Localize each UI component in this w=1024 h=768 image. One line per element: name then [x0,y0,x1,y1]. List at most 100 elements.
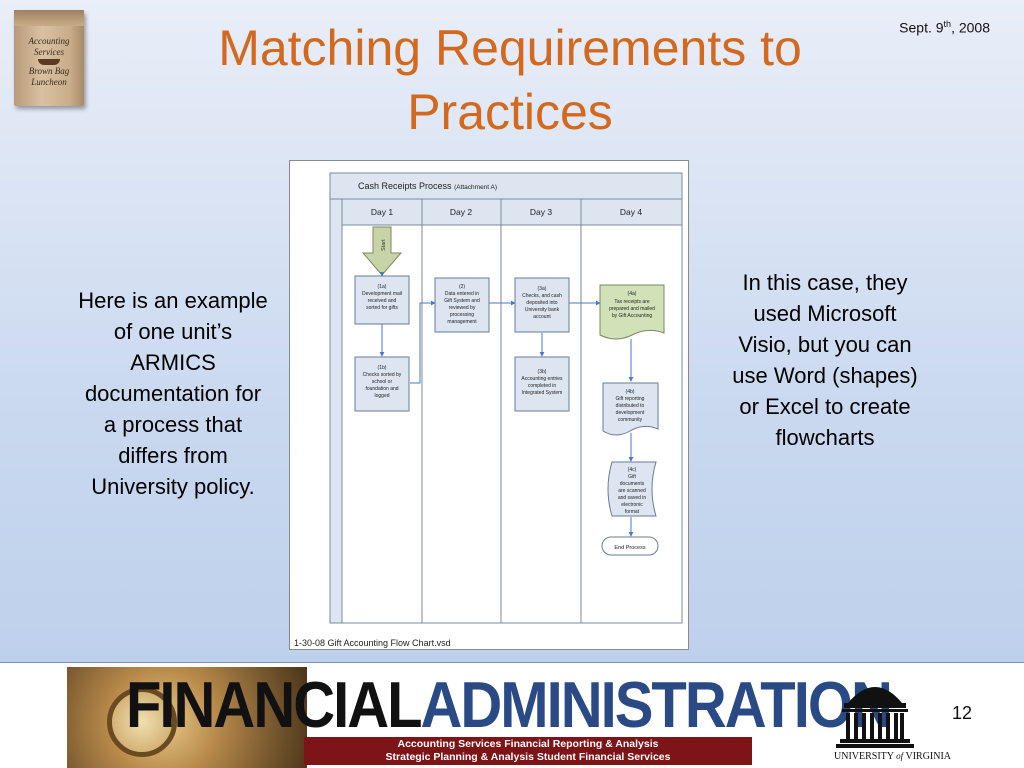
svg-text:deposited into: deposited into [526,300,557,306]
svg-text:electronic: electronic [621,502,643,508]
step-text-4b: (4b) Gift reporting distributed to devel… [616,389,645,423]
svg-text:logged: logged [374,393,389,399]
step-data-4c [607,461,657,517]
flowchart-canvas: Cash Receipts Process (Attachment A) Day… [329,172,683,624]
svg-text:format: format [625,509,640,515]
column-dividers [421,199,582,623]
flowchart-image: Cash Receipts Process (Attachment A) Day… [289,160,689,650]
step-box-1a [354,275,410,325]
svg-text:Data entered in: Data entered in [445,291,479,297]
step-box-1b [354,356,410,412]
slide-title-line: Practices [407,84,613,140]
date-suffix: , 2008 [951,19,990,36]
end-terminator [601,536,659,556]
left-body-text: Here is an example of one unit’s ARMICS … [78,288,268,499]
flowchart-caption: 1-30-08 Gift Accounting Flow Chart.vsd [294,638,451,648]
slide-date: Sept. 9th, 2008 [899,19,990,36]
svg-text:Gift reporting: Gift reporting [616,396,645,402]
svg-text:(4c): (4c) [628,467,637,473]
logo-line: Accounting [28,36,70,46]
footer-divider [0,662,1024,663]
logo-line: Brown Bag [28,66,70,76]
uva-wordmark: UNIVERSITY of VIRGINIA [834,751,951,762]
svg-text:University bank: University bank [525,307,560,313]
svg-text:school or: school or [372,379,393,385]
brown-bag-logo: Accounting Services Brown Bag Luncheon [14,10,84,106]
svg-text:(4b): (4b) [626,389,635,395]
footer: FINANCIALADMINISTRATION Accounting Servi… [0,663,1024,768]
svg-text:prepared and mailed: prepared and mailed [609,306,655,312]
column-header: Day 1 [371,207,393,217]
right-body-text: In this case, they used Microsoft Visio,… [732,270,918,450]
brand-part2: ADMINISTRATION [420,669,893,742]
start-label: Start [381,239,387,251]
svg-text:community: community [618,417,643,423]
logo-line: Services [34,47,64,57]
svg-text:account: account [533,314,551,320]
rotunda-icon [836,687,914,748]
column-header: Day 4 [620,207,642,217]
svg-text:completed in: completed in [528,383,557,389]
svg-text:Development mail: Development mail [362,291,402,297]
svg-text:documents: documents [620,481,645,487]
step-box-3b [514,356,570,412]
date-prefix: Sept. 9 [899,19,944,36]
step-doc-4b [602,382,659,436]
column-header: Day 3 [530,207,552,217]
department-banner: Accounting Services Financial Reporting … [304,737,752,765]
banner-line: Strategic Planning & Analysis Student Fi… [385,751,671,763]
svg-text:Checks, and cash: Checks, and cash [522,293,562,299]
brand-part1: FINANCIAL [126,669,423,742]
end-label: End Process [614,545,645,551]
step-text-4c: (4c) Gift documents are scanned and save… [618,467,647,515]
date-sup: th [943,19,952,29]
svg-text:sorted for gifts: sorted for gifts [366,305,398,311]
svg-text:by Gift Accounting: by Gift Accounting [612,313,653,319]
footer-photo [67,667,307,768]
step-text-3b: (3b) Accounting entries completed in Int… [521,369,563,396]
uva-part1: UNIVERSITY [834,751,894,762]
svg-text:are scanned: are scanned [618,488,646,494]
page-number: 12 [952,703,973,723]
svg-text:development: development [616,410,645,416]
diagram-title: Cash Receipts Process (Attachment A) [358,181,497,191]
column-header-row [341,198,683,226]
svg-text:reviewed by: reviewed by [449,305,476,311]
svg-text:management: management [447,319,477,325]
uva-part2: VIRGINIA [905,751,952,762]
step-box-3a [514,277,570,333]
svg-text:Accounting entries: Accounting entries [521,376,563,382]
financial-administration-logo: FINANCIALADMINISTRATION [126,669,893,743]
svg-text:(1a): (1a) [378,284,387,290]
diagram-title-bar [329,172,683,200]
svg-text:(1b): (1b) [378,365,387,371]
step-text-1b: (1b) Checks sorted by school or foundati… [363,365,402,399]
svg-text:Gift System and: Gift System and [444,298,480,304]
step-text-3a: (3a) Checks, and cash deposited into Uni… [522,286,562,320]
uva-of: of [896,751,904,761]
column-header: Day 2 [450,207,472,217]
step-box-2 [434,277,490,333]
diagram-rail [329,198,343,624]
svg-text:Gift: Gift [628,474,636,480]
slide-title: Matching Requirements to Practices [150,16,870,144]
svg-text:(3b): (3b) [538,369,547,375]
step-doc-4a [599,284,665,340]
svg-text:distributed to: distributed to [616,403,645,409]
svg-text:Tax receipts are: Tax receipts are [614,299,650,305]
svg-text:Integrated System: Integrated System [522,390,563,396]
column-headers: Day 1 Day 2 Day 3 Day 4 [371,207,642,217]
svg-text:Checks sorted by: Checks sorted by [363,372,402,378]
svg-text:and saved in: and saved in [618,495,647,501]
svg-text:(3a): (3a) [538,286,547,292]
svg-text:(4a): (4a) [628,291,637,297]
step-text-2: (2) Data entered in Gift System and revi… [444,284,480,325]
coffee-cup-icon [38,59,60,65]
start-arrow-icon [361,226,403,276]
logo-line: Luncheon [31,77,67,87]
step-text-4a: (4a) Tax receipts are prepared and maile… [609,291,655,319]
slide-title-line: Matching Requirements to [218,20,802,76]
compass-icon [107,687,177,757]
svg-text:processing: processing [450,312,474,318]
banner-line: Accounting Services Financial Reporting … [397,738,659,750]
